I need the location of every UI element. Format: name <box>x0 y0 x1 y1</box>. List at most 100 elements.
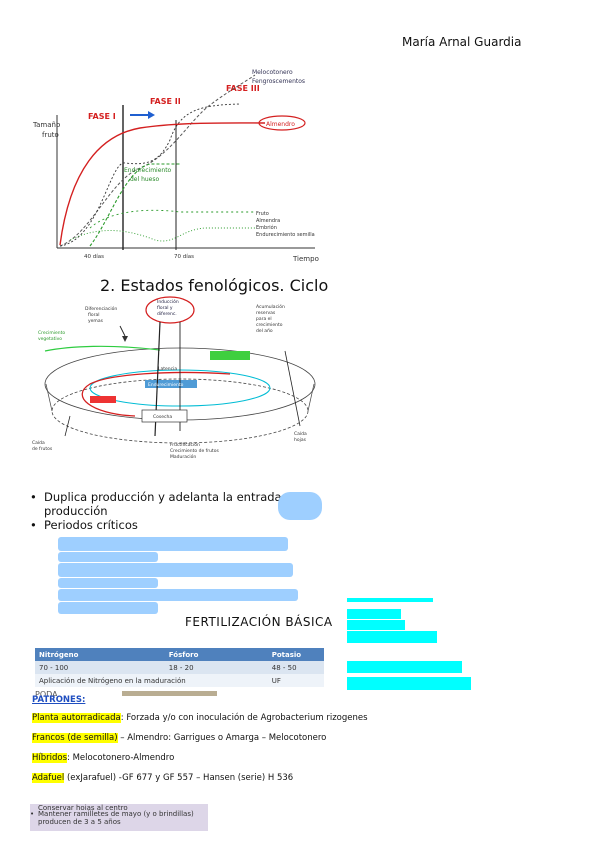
cycle-top-3: diferenc. <box>157 311 177 317</box>
cycle-bottom-center-3: Maduración <box>170 453 196 460</box>
cyan-marker-6 <box>347 677 471 690</box>
cycle-left-top-1: Diferenciación <box>85 305 117 312</box>
almendro-curve <box>59 122 266 246</box>
cycle-red-box <box>90 396 116 403</box>
bullet-list: Duplica producción y adelanta la entrada… <box>30 490 300 532</box>
cycle-bottom: Cosecha <box>153 414 172 420</box>
cycle-left-top-2: floral <box>88 312 99 318</box>
cell-k: 48 - 50 <box>267 661 324 674</box>
cycle-right-4: crecimiento <box>256 322 283 328</box>
cyan-marker-4 <box>347 631 437 643</box>
poda-note: Conservar hojas al centro Mantener ramil… <box>30 804 208 831</box>
cell-aplicacion: Aplicación de Nitrógeno en la maduración <box>35 674 268 687</box>
cell-uf: UF <box>267 674 324 687</box>
redaction-band-3 <box>58 563 293 577</box>
poda-note-line-0: Conservar hojas al centro <box>38 804 128 810</box>
patron-line-3: Híbridos: Melocotonero-Almendro <box>32 753 377 763</box>
cycle-right-5: del año <box>256 328 273 334</box>
patron-key-3: Híbridos <box>32 753 68 763</box>
table-header-row: Nitrógeno Fósforo Potasio <box>35 648 324 661</box>
patron-rest-2: – Almendro: Garrigues o Amarga – Melocot… <box>117 733 327 743</box>
legend-item-1: Fruto <box>256 211 269 217</box>
poda-note-line-1: Mantener ramilletes de mayo (y o brindil… <box>30 810 208 818</box>
patrones-heading: PATRONES: <box>32 695 86 705</box>
x-axis-label: Tiempo <box>292 255 319 263</box>
cycle-bottom-left-2: de frutos <box>32 446 53 452</box>
y-axis-label-2: fruto <box>42 131 59 139</box>
table-row: Aplicación de Nitrógeno en la maduración… <box>35 674 324 687</box>
bullet-text-2: Periodos críticos <box>44 518 138 532</box>
patron-line-1: Planta autorradicada: Forzada y/o con in… <box>32 713 377 723</box>
header-fosforo: Fósforo <box>164 648 268 661</box>
phenology-cycle-diagram: Inducción floral y diferenc. Diferenciac… <box>32 296 316 460</box>
cycle-bottom-center-2: Crecimiento de frutos <box>170 448 219 454</box>
redaction-band-2 <box>58 552 158 562</box>
cyan-marker-3 <box>347 620 405 630</box>
legend-item-4: Endurecimiento semilla <box>256 232 315 238</box>
phase-2-label: FASE II <box>150 97 181 106</box>
top-label-1: Melocotonero <box>252 69 293 76</box>
embrion-curve <box>89 209 255 229</box>
image-strip <box>122 691 217 696</box>
cycle-right-2: reservas <box>256 310 276 316</box>
cycle-bottom-center-1: Fructificación <box>170 441 200 448</box>
endurecimiento-curve <box>89 163 180 247</box>
top-label-ellipse <box>145 296 195 324</box>
cycle-blue-box <box>145 380 197 388</box>
cycle-top-1: Inducción <box>157 298 179 305</box>
fruit-curve <box>59 103 241 247</box>
phase-3-label: FASE III <box>226 84 260 93</box>
y-axis-label: Tamaño <box>32 121 60 129</box>
redaction-blob <box>278 492 322 520</box>
cycle-green-arrow <box>44 345 161 352</box>
green-label-1: Endurecimiento <box>124 167 172 174</box>
phase-arrow-head <box>148 111 155 119</box>
bullet-text-1b: producción <box>44 504 108 518</box>
table-row: 70 - 100 18 - 20 48 - 50 <box>35 661 324 674</box>
patron-key-2: Francos (de semilla) <box>32 733 118 743</box>
author-name: María Arnal Guardia <box>402 35 522 49</box>
growth-curve-figure: Tamaño fruto FASE I FASE II FASE III Mel… <box>32 69 319 263</box>
redaction-band-1 <box>58 537 288 551</box>
cycle-left-top-3: yemas <box>88 319 104 324</box>
cycle-left-green-1: Crecimiento <box>38 330 65 336</box>
cell-n: 70 - 100 <box>35 661 165 674</box>
cycle-green-box <box>210 351 250 360</box>
header-nitrogeno: Nitrógeno <box>35 648 165 661</box>
top-label-2: Fengroscementos <box>252 78 305 85</box>
patron-rest-4: (exJarafuel) -GF 677 y GF 557 – Hansen (… <box>64 773 294 783</box>
redaction-band-4 <box>58 578 158 588</box>
redaction-band-6 <box>58 602 158 614</box>
bullet-item: Duplica producción y adelanta la entrada… <box>30 490 300 518</box>
legend-item-2: Almendra <box>256 218 280 224</box>
x-tick-1: 40 días <box>84 253 104 260</box>
cycle-right-bottom-2: hojas <box>294 437 307 443</box>
cycle-bottom-left-1: Caída <box>32 439 45 446</box>
cycle-left-green-2: vegetativo <box>38 336 62 342</box>
almendro-ellipse <box>258 115 306 131</box>
header-potasio: Potasio <box>267 648 324 661</box>
legend-item-3: Embrión <box>256 224 277 231</box>
cycle-top-2: floral y <box>157 305 173 311</box>
patron-key-1: Planta autorradicada <box>32 713 121 723</box>
green-label-2: del hueso <box>130 176 159 183</box>
cycle-center-cyan: Endurecimiento <box>148 382 184 388</box>
bullet-text-1: Duplica producción y adelanta la entrada… <box>44 490 300 504</box>
patron-rest-3: : Melocotonero-Almendro <box>67 753 175 763</box>
patrones-box: PATRONES: Planta autorradicada: Forzada … <box>32 695 377 805</box>
x-tick-2: 70 días <box>174 253 194 260</box>
cycle-red-arc <box>81 371 231 417</box>
fertilizacion-title: FERTILIZACIÓN BÁSICA <box>185 615 333 629</box>
cycle-center: Latencia <box>158 366 177 372</box>
cyan-marker-5 <box>347 661 462 673</box>
cyan-marker-2 <box>347 609 401 619</box>
cyan-marker-1 <box>347 598 433 602</box>
phase-1-label: FASE I <box>88 112 116 121</box>
fertilizacion-table: Nitrógeno Fósforo Potasio 70 - 100 18 - … <box>35 648 324 687</box>
melocotonero-curve <box>59 74 256 247</box>
semilla-curve <box>69 227 255 242</box>
section-title: 2. Estados fenológicos. Ciclo <box>100 276 329 295</box>
bullet-item: Periodos críticos <box>30 518 300 532</box>
cell-p: 18 - 20 <box>164 661 268 674</box>
poda-note-line-2: producen de 3 a 5 años <box>38 818 121 826</box>
